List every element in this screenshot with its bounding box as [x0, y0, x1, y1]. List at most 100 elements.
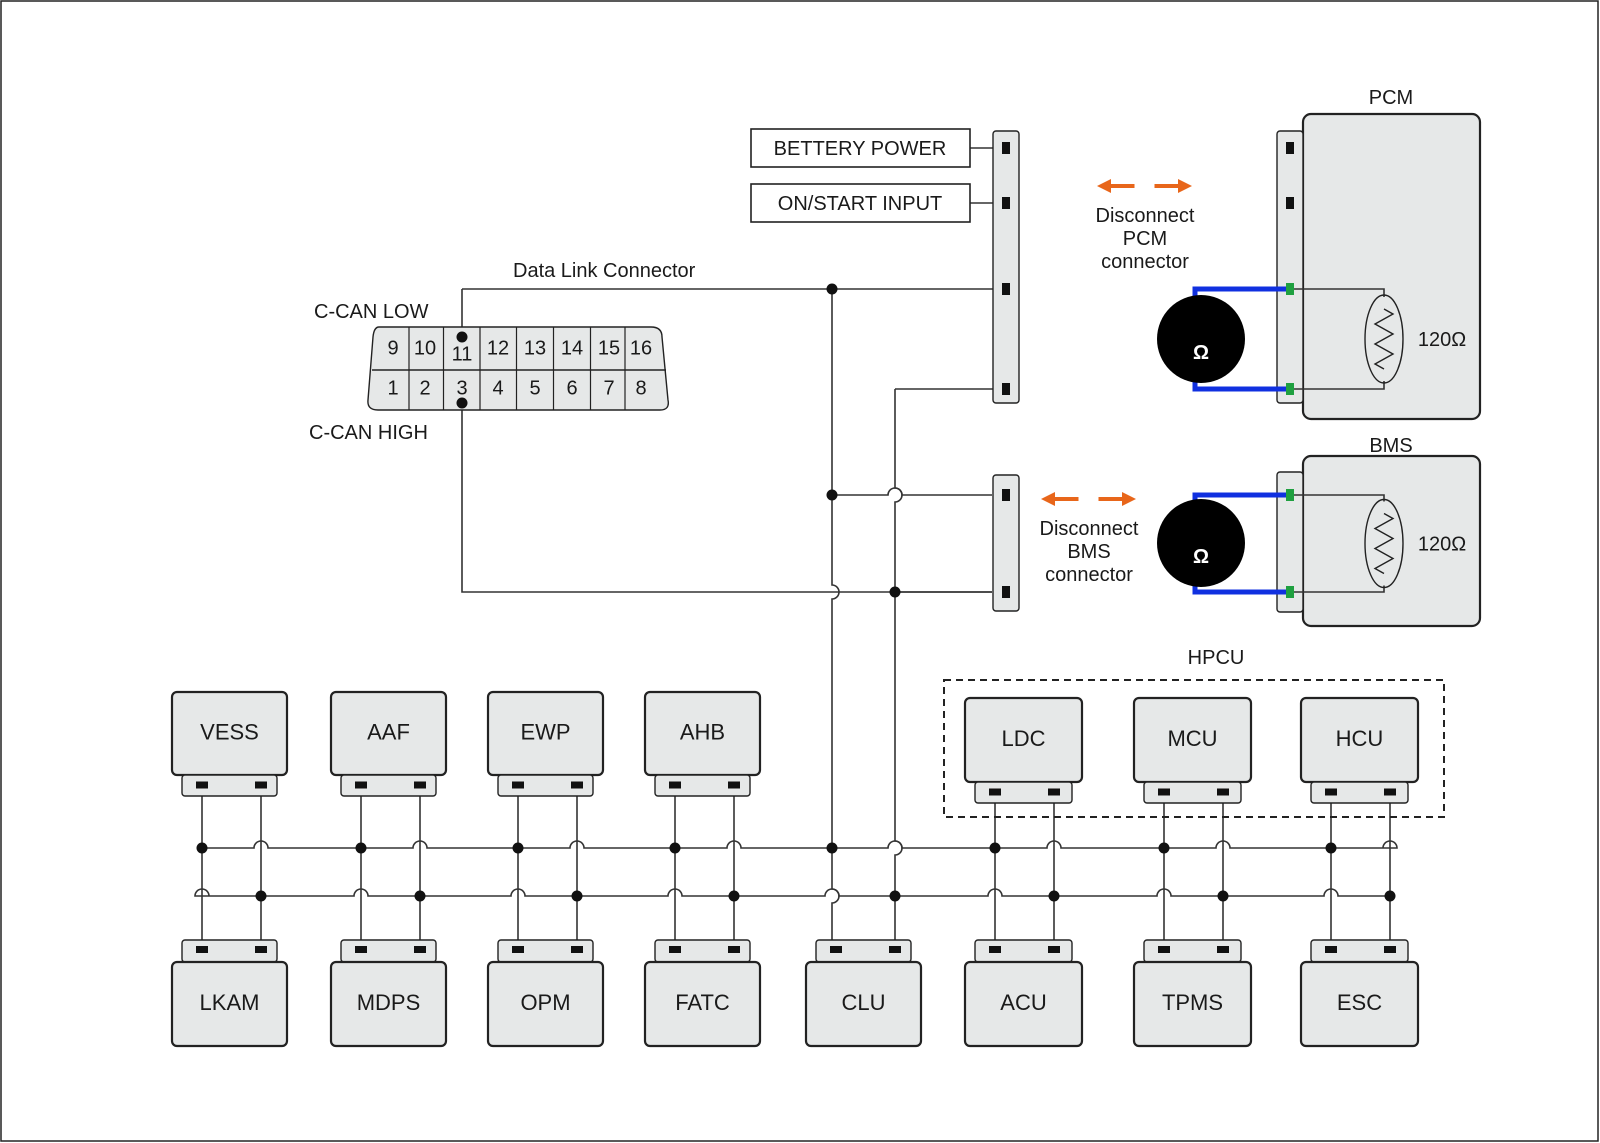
junction-dot: [826, 842, 838, 854]
junction-dot: [1325, 842, 1337, 854]
module-label: LKAM: [200, 990, 260, 1015]
bms-harness-connector: [992, 474, 1020, 612]
can-bus-wiring: [194, 147, 1398, 950]
connector-pin: [512, 946, 524, 953]
connector-pin: [889, 946, 901, 953]
junction-dot: [889, 586, 901, 598]
connector-pin: [728, 946, 740, 953]
junction-dot: [728, 890, 740, 902]
connector-pin: [989, 788, 1001, 796]
junction-dot: [826, 489, 838, 501]
module-mdps: MDPS: [329, 939, 448, 1048]
connector-pin: [1048, 788, 1060, 796]
bms-disconnect-note: Disconnect: [1040, 518, 1139, 540]
dlc-pin-number: 7: [603, 377, 614, 399]
junction-dot: [255, 890, 267, 902]
connector-pin: [728, 781, 740, 789]
module-label: OPM: [520, 990, 570, 1015]
connector-pin: [414, 781, 426, 789]
dlc-pin-number: 12: [487, 337, 509, 359]
resistor-outline: [1364, 294, 1404, 384]
ohm-symbol-icon: Ω: [1193, 546, 1209, 568]
connector-pin: [989, 946, 1001, 953]
pcm-disconnect-note: Disconnect: [1096, 205, 1195, 227]
dlc-pin-3-dot: [456, 397, 468, 409]
module-mcu: MCU: [1132, 696, 1253, 804]
connector-pin: [1217, 788, 1229, 796]
pcm-disconnect-note: connector: [1101, 251, 1189, 273]
dlc-pin-number: 9: [387, 337, 398, 359]
module-body: [643, 960, 762, 1048]
module-connector: [497, 774, 594, 797]
ecu-body: [1301, 112, 1482, 421]
junction-dot: [889, 890, 901, 902]
resistor-value: 120Ω: [1418, 534, 1466, 556]
connector-pin: [1217, 946, 1229, 953]
c-can-low-label: C-CAN LOW: [314, 301, 429, 323]
module-ldc: LDC: [963, 696, 1084, 804]
probe-pin: [1286, 383, 1294, 395]
dlc-pin-number: 8: [635, 377, 646, 399]
connector-pin: [571, 946, 583, 953]
module-connector: [654, 774, 751, 797]
battery-power-label: BETTERY POWER: [774, 138, 947, 160]
on-start-input-box: [750, 183, 971, 223]
probe-pin: [1286, 489, 1294, 501]
harness-pin: [1002, 383, 1010, 395]
hpcu-group-border: [943, 679, 1445, 818]
module-label: HCU: [1336, 726, 1384, 751]
battery-power-box: [750, 128, 971, 168]
ohmmeter-icon: [1157, 295, 1245, 383]
ecu-connector: [1276, 471, 1304, 613]
junction-dot: [512, 842, 524, 854]
junction-dot: [1158, 842, 1170, 854]
module-body: [963, 960, 1084, 1048]
module-body: [486, 960, 605, 1048]
junction-dot: [1048, 890, 1060, 902]
module-aaf: AAF: [329, 690, 448, 797]
harness-pin: [1002, 489, 1010, 501]
module-label: MDPS: [357, 990, 421, 1015]
harness-pin: [1002, 197, 1010, 209]
bms-ohmmeter: Ω: [1157, 489, 1294, 598]
junction-dot: [989, 842, 1001, 854]
module-connector: [974, 781, 1073, 804]
dlc-pin-number: 5: [529, 377, 540, 399]
module-label: AAF: [367, 719, 410, 744]
module-label: TPMS: [1162, 990, 1223, 1015]
junction-dot: [355, 842, 367, 854]
dlc-pin-number: 10: [414, 337, 436, 359]
module-connector: [1310, 781, 1409, 804]
module-label: VESS: [200, 719, 259, 744]
module-body: [170, 960, 289, 1048]
connector-pin: [669, 946, 681, 953]
can-high-backbone: [202, 840, 1398, 849]
ecu-label: BMS: [1369, 435, 1412, 457]
dlc-pin-number: 1: [387, 377, 398, 399]
connector-pin: [830, 946, 842, 953]
module-esc: ESC: [1299, 939, 1420, 1048]
harness-pin: [1002, 586, 1010, 598]
resistor-value: 120Ω: [1418, 329, 1466, 351]
connector-pin: [571, 781, 583, 789]
module-lkam: LKAM: [170, 939, 289, 1048]
resistor-outline: [1364, 498, 1404, 589]
dlc-pin-number: 15: [598, 337, 620, 359]
harness-pin: [1002, 283, 1010, 295]
bms-disconnect-note: BMS: [1067, 541, 1110, 563]
probe-pin: [1286, 586, 1294, 598]
connector-pin: [1158, 946, 1170, 953]
pcm-ohmmeter: Ω: [1157, 283, 1294, 395]
module-connector: [340, 774, 437, 797]
connector-pin: [1384, 788, 1396, 796]
arrow-right-icon: [1178, 179, 1192, 193]
module-label: CLU: [841, 990, 885, 1015]
connector-pin: [196, 781, 208, 789]
module-acu: ACU: [963, 939, 1084, 1048]
hpcu-label: HPCU: [1188, 647, 1245, 669]
connector-pin: [1325, 946, 1337, 953]
module-opm: OPM: [486, 939, 605, 1048]
connector-pin: [1325, 788, 1337, 796]
bms-high-wire: [832, 487, 992, 496]
